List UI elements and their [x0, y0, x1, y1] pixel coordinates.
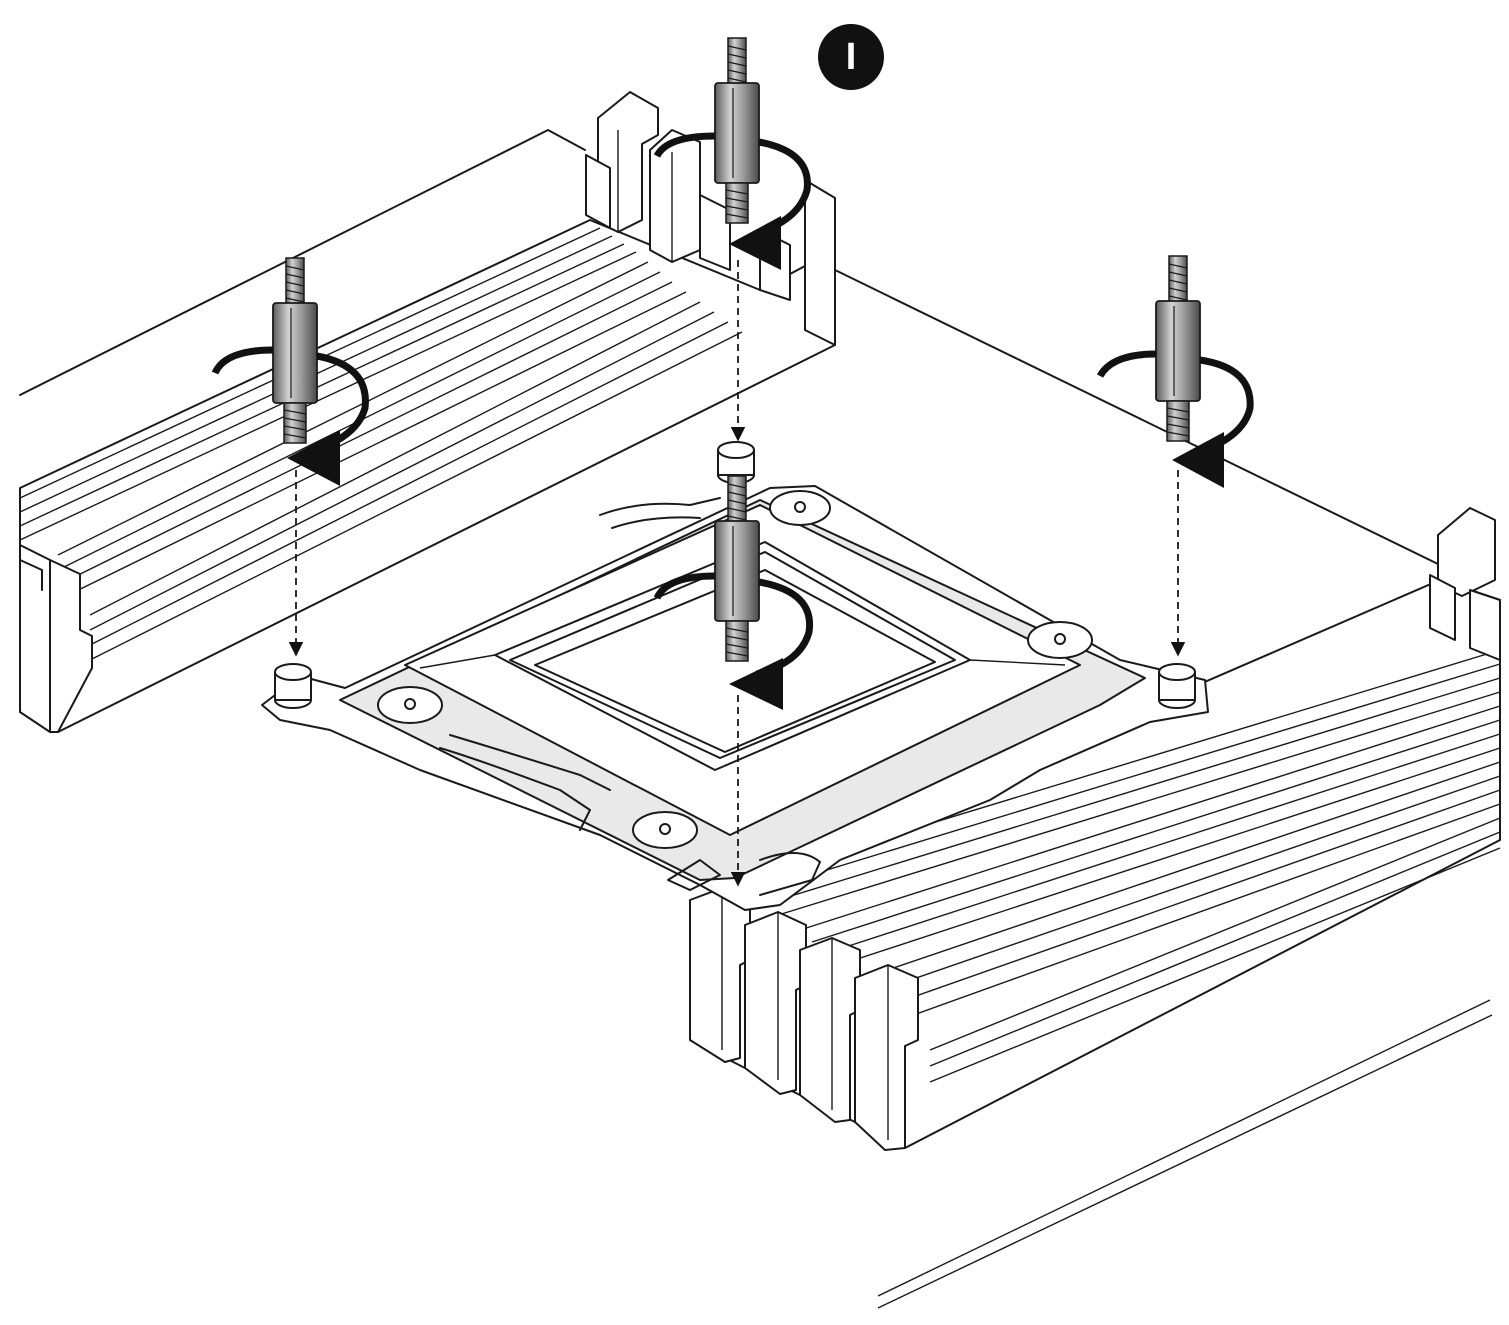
standoff-screw-top	[653, 37, 811, 270]
dashed-guide-arrow-icon	[288, 260, 1186, 887]
motherboard	[19, 129, 1493, 1309]
dimm-bank-upper-left	[19, 91, 836, 733]
standoff-screw-icon	[272, 257, 318, 444]
standoff-base-right	[1158, 663, 1196, 709]
rotation-arrow-icon	[211, 346, 369, 486]
standoff-screw-left	[211, 257, 369, 486]
standoff-screw-center	[653, 475, 814, 710]
standoff-base-left	[274, 663, 312, 709]
standoff-screw-icon	[1155, 255, 1201, 442]
step-number-badge: I	[818, 24, 884, 90]
standoff-screw-right	[1096, 255, 1254, 488]
standoff-screw-icon	[714, 475, 760, 662]
standoff-screw-icon	[714, 37, 760, 224]
rotation-arrow-icon	[653, 572, 814, 710]
rotation-arrow-icon	[1096, 350, 1254, 488]
rotation-arrow-icon	[653, 132, 811, 270]
